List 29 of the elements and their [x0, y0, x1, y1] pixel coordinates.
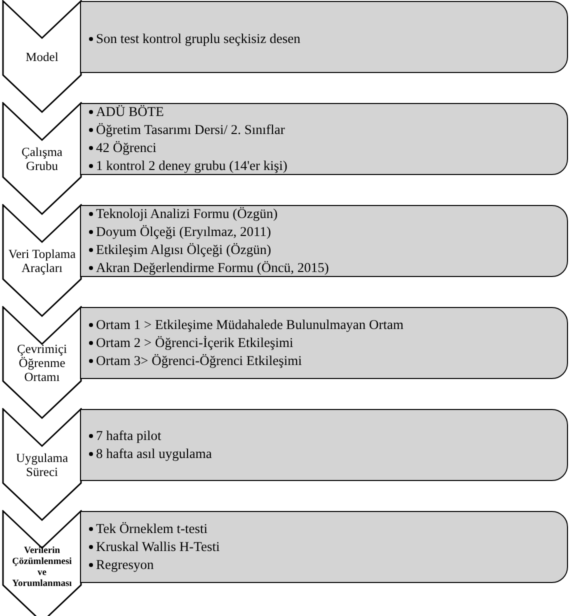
step-label: Uygulama Süreci: [14, 451, 70, 479]
bullet-item: 8 hafta asıl uygulama: [96, 445, 212, 463]
bullet-item: 42 Öğrenci: [96, 139, 156, 157]
detail-panel: [80, 1, 568, 73]
detail-panel: [80, 103, 568, 175]
step-label: Çevrimiçi Öğrenme Ortamı: [16, 342, 68, 384]
bullet-item: Etkileşim Algısı Ölçeği (Özgün): [96, 241, 272, 259]
detail-panel: [80, 409, 568, 481]
detail-panel: [80, 511, 568, 583]
detail-panel: [80, 205, 568, 277]
bullet-item: Doyum Ölçeği (Eryılmaz, 2011): [96, 223, 271, 241]
step-label: Model: [26, 50, 58, 64]
step-label: Verilerin Çözümlenmesi ve Yorumlanması: [11, 546, 73, 590]
bullet-item: Kruskal Wallis H-Testi: [96, 538, 220, 556]
bullet-item: 1 kontrol 2 deney grubu (14'er kişi): [96, 157, 288, 175]
step-label: Veri Toplama Araçları: [7, 247, 77, 275]
bullet-item: Ortam 1 > Etkileşime Müdahalede Bulunulmayan Ortam: [96, 316, 404, 334]
detail-panel: [80, 307, 568, 379]
bullet-item: Akran Değerlendirme Formu (Öncü, 2015): [96, 259, 329, 277]
bullet-item: Teknoloji Analizi Formu (Özgün): [96, 205, 278, 223]
bullet-item: Son test kontrol gruplu seçkisiz desen: [96, 30, 300, 48]
bullet-item: Ortam 3> Öğrenci-Öğrenci Etkileşimi: [96, 352, 302, 370]
bullet-item: Regresyon: [96, 556, 154, 574]
bullet-item: 7 hafta pilot: [96, 427, 162, 445]
bullet-item: ADÜ BÖTE: [96, 103, 164, 121]
bullet-item: Ortam 2 > Öğrenci-İçerik Etkileşimi: [96, 334, 294, 352]
bullet-item: Tek Örneklem t-testi: [96, 520, 208, 538]
step-label: Çalışma Grubu: [20, 145, 64, 173]
bullet-item: Öğretim Tasarımı Dersi/ 2. Sınıflar: [96, 121, 285, 139]
